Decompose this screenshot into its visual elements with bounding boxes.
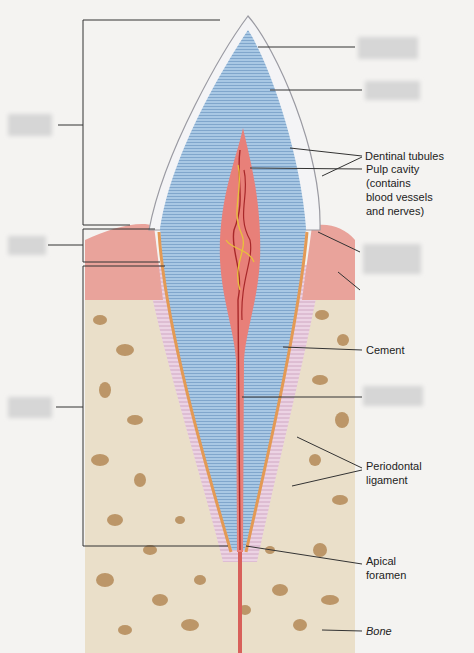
part-label: Apical foramen [366, 554, 421, 582]
part-label: Cement [366, 343, 446, 357]
part-label: Dentinal tubules [365, 149, 470, 163]
part-label: Pulp cavity (contains blood vessels and … [366, 162, 438, 218]
part-label: Bone [366, 624, 426, 638]
part-label: Periodontal ligament [366, 459, 432, 487]
